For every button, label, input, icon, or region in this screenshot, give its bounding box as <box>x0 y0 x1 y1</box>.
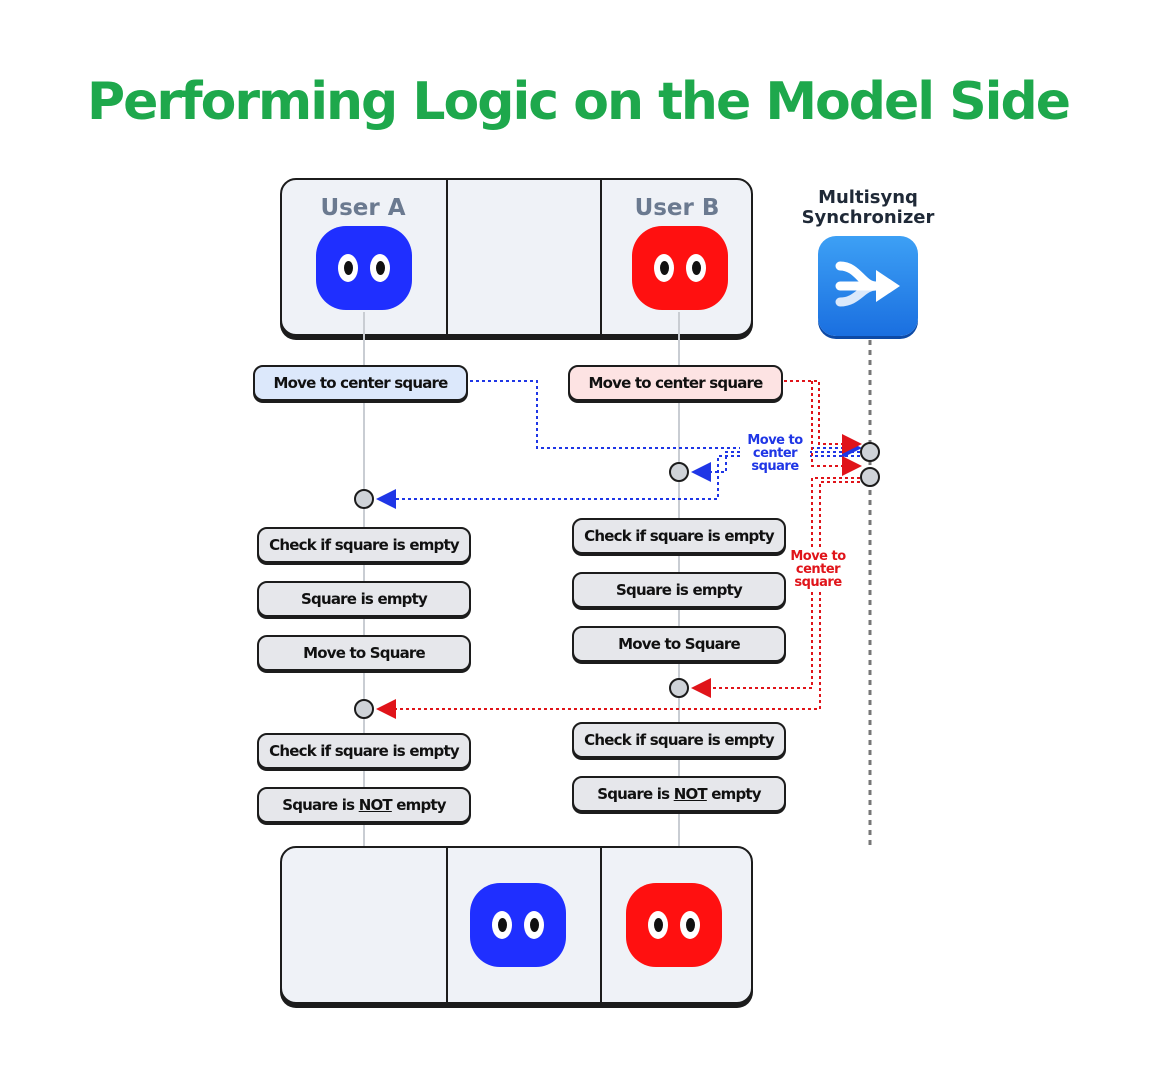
user-b-step: Check if square is empty <box>572 722 786 758</box>
red-to-a-arrow <box>376 481 860 719</box>
user-b-event-node <box>669 462 689 482</box>
sync-event-node <box>860 467 880 487</box>
user-b-event-node <box>669 678 689 698</box>
user-a-step: Check if square is empty <box>257 527 471 563</box>
board-divider <box>600 180 602 334</box>
synchronizer-type: Synchronizer <box>801 207 935 228</box>
blue-to-a-arrow <box>376 455 860 509</box>
synchronizer-name: Multisynq <box>818 187 918 208</box>
user-a-step: Check if square is empty <box>257 733 471 769</box>
red-avatar-icon <box>626 883 722 967</box>
user-b-step: Check if square is empty <box>572 518 786 554</box>
user-a-event-node <box>354 489 374 509</box>
user-b-label: User B <box>634 195 720 221</box>
red-send-arrow-2 <box>811 381 862 476</box>
blue-send-arrow <box>470 380 862 458</box>
blue-avatar-icon <box>470 883 566 967</box>
user-a-action: Move to center square <box>253 365 468 401</box>
user-b-step: Square is empty <box>572 572 786 608</box>
user-a-step: Move to Square <box>257 635 471 671</box>
user-b-action: Move to center square <box>568 365 783 401</box>
user-a-result: Square is NOT empty <box>257 787 471 823</box>
user-a-label: User A <box>320 195 406 221</box>
merge-arrow-icon <box>818 236 918 336</box>
user-b-result: Square is NOT empty <box>572 776 786 812</box>
page-title: Performing Logic on the Model Side <box>87 72 1071 132</box>
user-a-step: Square is empty <box>257 581 471 617</box>
board-divider <box>446 848 448 1002</box>
user-b-step: Move to Square <box>572 626 786 662</box>
sync-event-node <box>860 442 880 462</box>
synchronizer-label: Multisynq Synchronizer <box>790 188 946 228</box>
board-divider <box>446 180 448 334</box>
user-a-event-node <box>354 699 374 719</box>
red-send-arrow-1 <box>784 380 862 454</box>
red-avatar-icon <box>632 226 728 310</box>
blue-avatar-icon <box>316 226 412 310</box>
board-divider <box>600 848 602 1002</box>
